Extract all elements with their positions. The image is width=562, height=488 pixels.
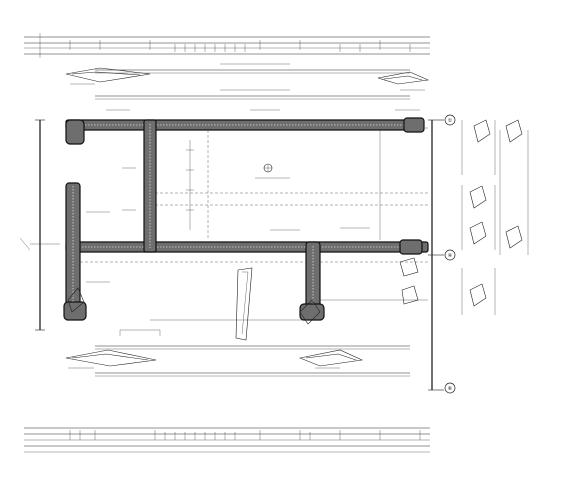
svg-text:①: ① <box>448 118 453 124</box>
svg-text:④: ④ <box>448 253 453 259</box>
beam-middle-horizontal <box>65 239 429 255</box>
top-bar-schedule <box>65 63 430 100</box>
plan-frame <box>19 119 444 391</box>
plan-detail-marks <box>67 109 420 341</box>
beam-center-vertical <box>143 119 157 253</box>
bottom-bar-schedule <box>65 329 410 377</box>
svg-text:⑥: ⑥ <box>448 386 453 392</box>
beam-left-vertical <box>63 182 87 321</box>
section-details <box>461 119 529 315</box>
grid-axis-marker-6: ⑥ <box>444 382 456 394</box>
beam-right-vertical <box>299 241 325 321</box>
grid-axis-marker-4: ④ <box>444 249 456 261</box>
grid-axis-marker-1: ① <box>444 114 456 126</box>
bottom-dimension-strip <box>24 427 430 453</box>
top-dimension-strip <box>24 33 430 58</box>
beam-top-horizontal <box>65 117 425 145</box>
